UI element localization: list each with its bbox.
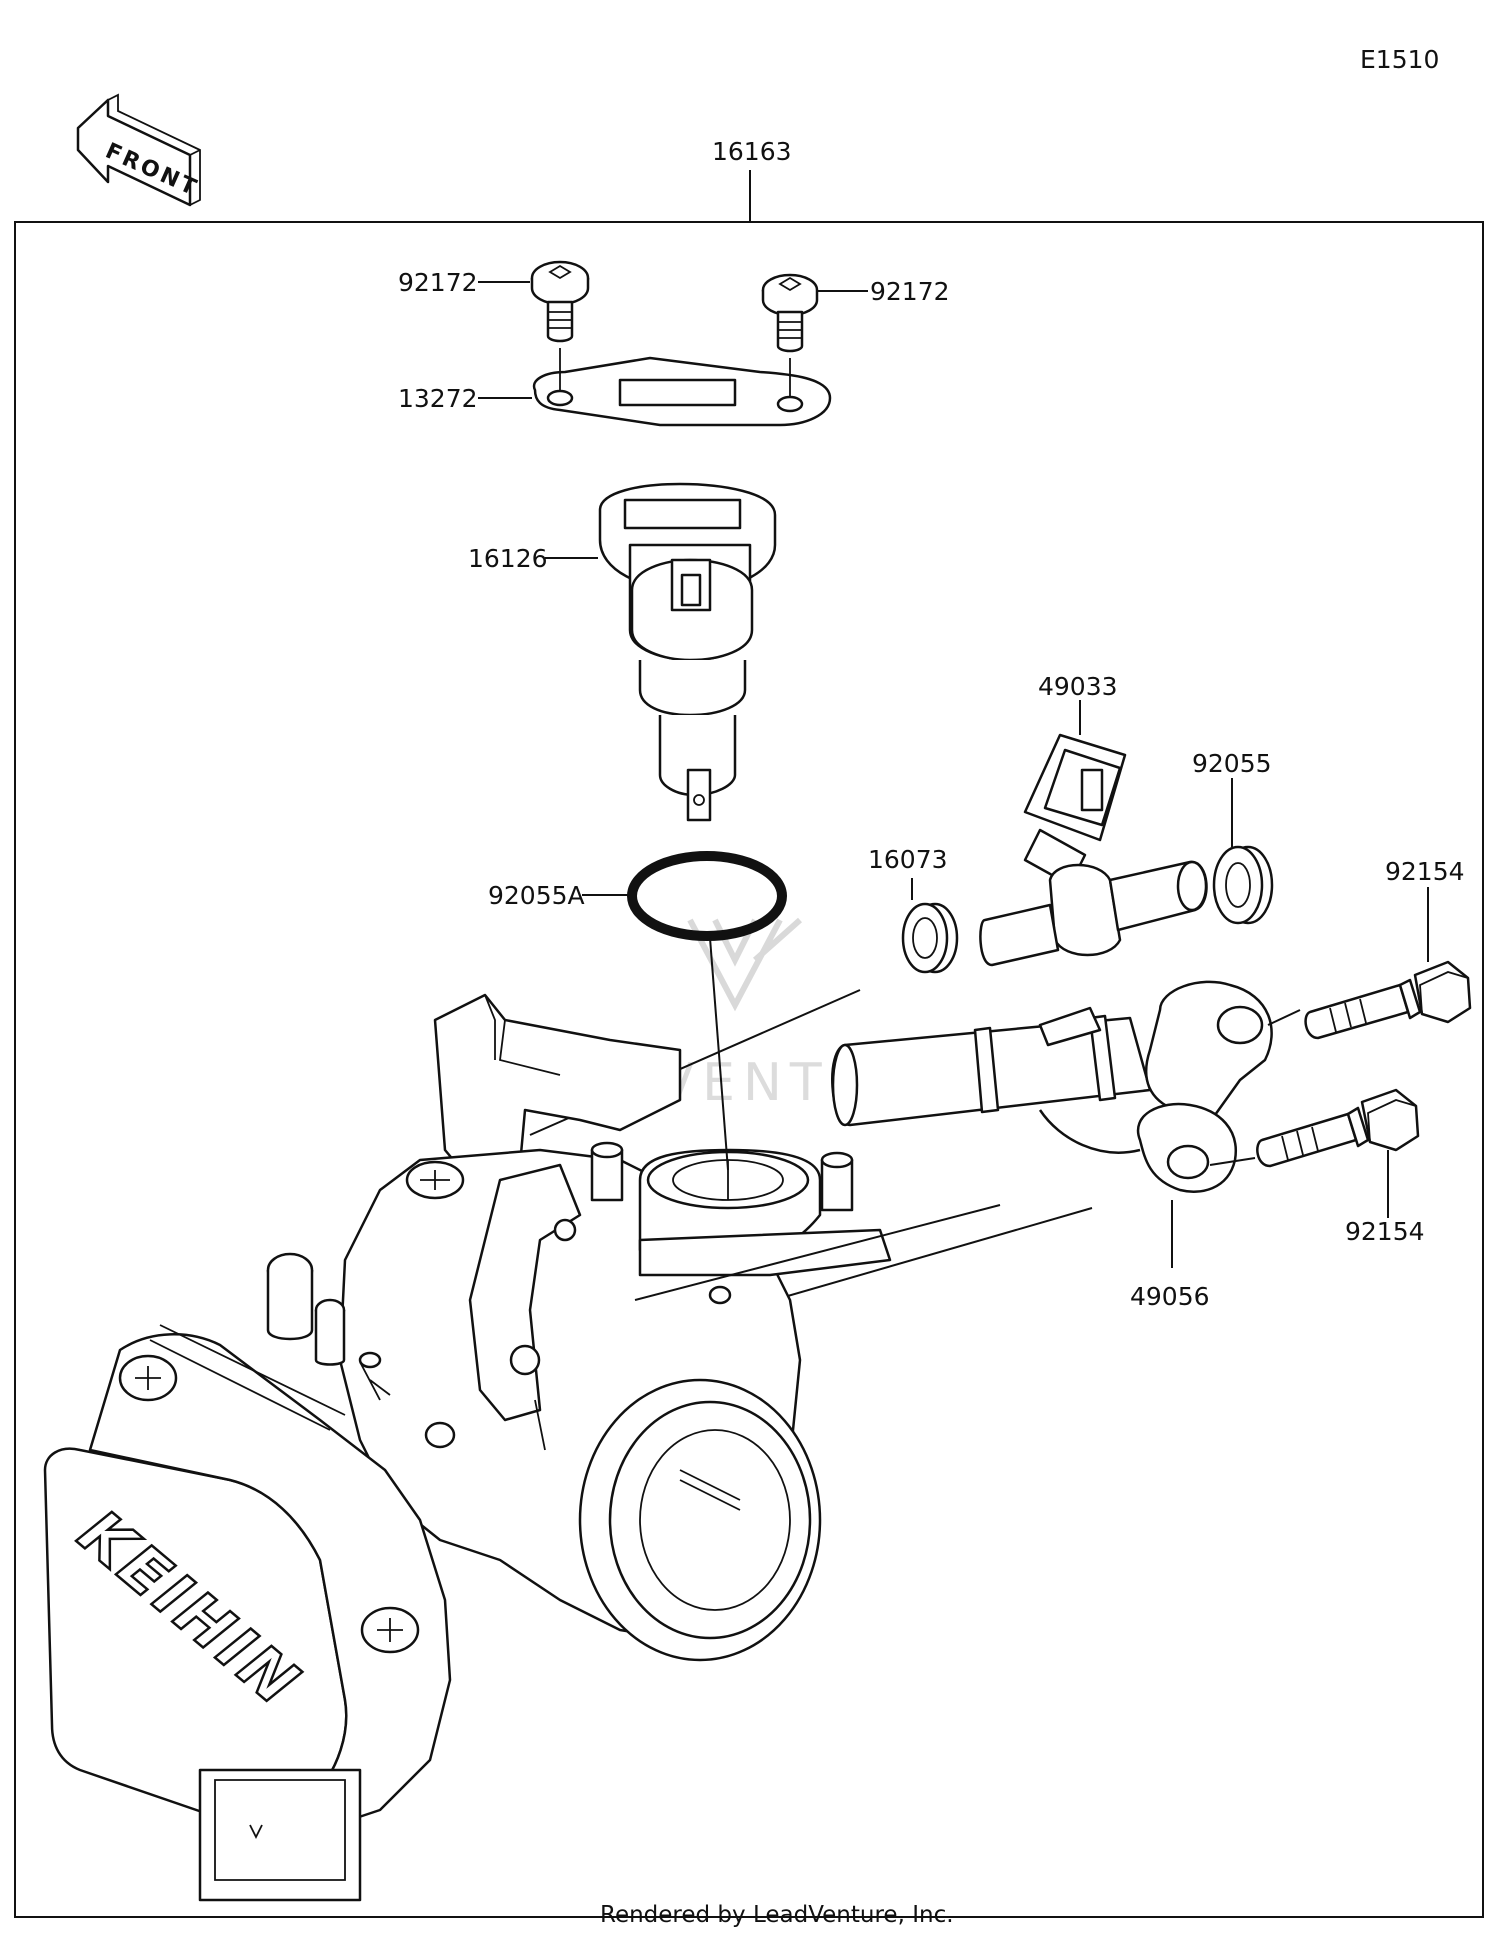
assembly-part-number: 16163 bbox=[712, 137, 792, 166]
o-ring bbox=[627, 851, 787, 941]
sensor bbox=[598, 482, 777, 822]
alignment-fitting bbox=[634, 1204, 1001, 1301]
bolt-upper bbox=[1304, 960, 1472, 1040]
label-screw-right: 92172 bbox=[870, 277, 950, 306]
diagram-code: E1510 bbox=[1360, 45, 1439, 74]
label-washer-right: 92055 bbox=[1192, 749, 1272, 778]
screw-right bbox=[761, 273, 819, 353]
label-seal-left: 16073 bbox=[868, 845, 948, 874]
pipe-fitting bbox=[831, 980, 1273, 1193]
label-bolt-lower: 92154 bbox=[1345, 1217, 1425, 1246]
washer-right bbox=[1212, 845, 1274, 925]
leader-pipe-lower bbox=[1209, 1157, 1256, 1166]
label-plate: 13272 bbox=[398, 384, 478, 413]
seal-left bbox=[901, 902, 959, 974]
front-arrow-icon: FRONT bbox=[76, 93, 202, 207]
label-bolt-upper: 92154 bbox=[1385, 857, 1465, 886]
bolt-lower bbox=[1256, 1088, 1420, 1168]
footer-credit: Rendered by LeadVenture, Inc. bbox=[600, 1902, 954, 1928]
screw-left bbox=[530, 260, 590, 343]
throttle-body bbox=[43, 993, 892, 1902]
label-sensor: 16126 bbox=[468, 544, 548, 573]
plate bbox=[532, 348, 832, 427]
label-screw-left: 92172 bbox=[398, 268, 478, 297]
label-connector-sensor: 49033 bbox=[1038, 672, 1118, 701]
alignment-o-ring bbox=[709, 937, 729, 1171]
leader-pipe-upper bbox=[1267, 1009, 1301, 1026]
label-pipe-fitting: 49056 bbox=[1130, 1282, 1210, 1311]
label-o-ring: 92055A bbox=[488, 881, 585, 910]
body-screw-icon bbox=[405, 1160, 465, 1200]
assembly-frame bbox=[14, 221, 1484, 1918]
connector-sensor bbox=[979, 733, 1208, 967]
